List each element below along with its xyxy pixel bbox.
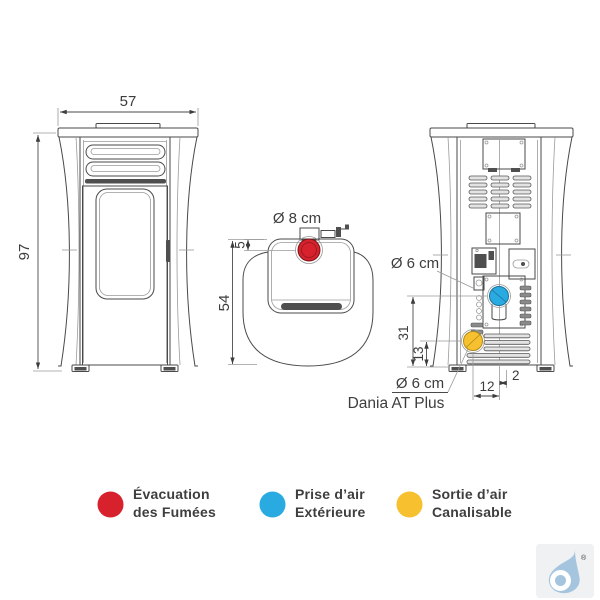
door-handle-top <box>281 303 342 310</box>
legend-item-air-inlet: Prise d’air Extérieure <box>259 486 365 522</box>
air-inlet-color-swatch <box>259 491 286 517</box>
rear-view: Ø 6 cm 31 13 Ø 6 cm Dania AT Plus 12 2 <box>348 123 574 412</box>
door-hinge <box>166 240 170 262</box>
outlet-spacing-dimension: 12 <box>479 379 494 394</box>
flue-diameter-label: Ø 8 cm <box>273 210 321 227</box>
front-height-dimension: 97 <box>16 244 33 261</box>
flue-color-swatch <box>97 491 124 517</box>
stove-dimension-diagram: 57 97 <box>16 93 574 412</box>
front-view: 57 97 <box>16 93 199 372</box>
duct-outlet-marker <box>461 329 485 353</box>
brand-watermark: ® <box>536 544 594 598</box>
rear-offset-dimension: 2 <box>512 368 520 383</box>
rear-inspection-plate <box>485 212 521 245</box>
rear-access-panel <box>482 138 526 172</box>
rear-vent-grid <box>468 175 532 209</box>
rear-bottom-vents <box>466 333 531 365</box>
depth-dimension: 54 <box>216 295 233 312</box>
flue-outlet-marker <box>295 236 323 264</box>
legend-label-duct-outlet: Sortie d’air Canalisable <box>432 486 513 520</box>
air-inlet-marker <box>487 284 511 321</box>
air-inlet-height-dimension: 31 <box>396 325 411 340</box>
water-drop-logo-icon: ® <box>548 550 587 594</box>
air-inlet-diameter-label: Ø 6 cm <box>391 255 439 272</box>
legend-label-flue: Évacuation des Fumées <box>133 486 216 520</box>
front-width-dimension: 57 <box>120 93 137 110</box>
legend-item-flue: Évacuation des Fumées <box>97 486 216 522</box>
duct-outlet-height-dimension: 13 <box>411 346 426 361</box>
front-door <box>82 185 170 366</box>
flue-offset-dimension: 5 <box>233 241 248 249</box>
model-name-label: Dania AT Plus <box>348 395 445 412</box>
legend-label-air-inlet: Prise d’air Extérieure <box>295 486 366 520</box>
duct-outlet-color-swatch <box>396 491 423 517</box>
rear-right-slots <box>519 285 532 326</box>
duct-outlet-diameter-label: Ø 6 cm <box>396 375 444 392</box>
rear-feet <box>448 364 555 372</box>
top-view: Ø 8 cm 5 54 <box>216 210 374 367</box>
legend: Évacuation des Fumées Prise d’air Extéri… <box>0 486 600 526</box>
rear-electrical-box <box>471 247 536 280</box>
legend-item-duct-outlet: Sortie d’air Canalisable <box>396 486 512 522</box>
svg-text:®: ® <box>581 554 587 562</box>
front-feet <box>71 364 179 372</box>
front-air-grille <box>85 144 166 184</box>
